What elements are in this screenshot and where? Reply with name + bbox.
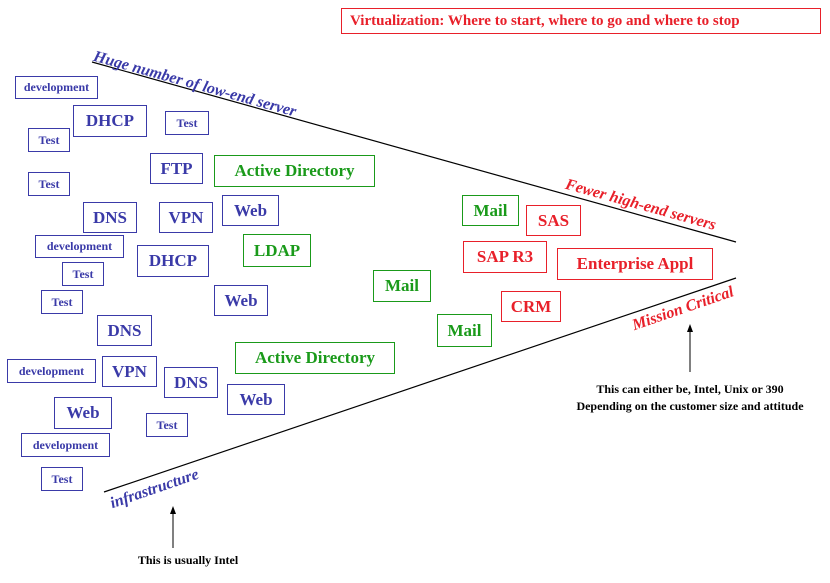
box-ftp: FTP — [150, 153, 203, 184]
bottom-funnel-line — [103, 277, 737, 493]
box-web: Web — [222, 195, 279, 226]
box-mail: Mail — [437, 314, 492, 347]
note-platform-line1: This can either be, Intel, Unix or 390 — [596, 382, 784, 396]
box-active-directory: Active Directory — [214, 155, 375, 187]
box-dns: DNS — [97, 315, 152, 346]
box-development: development — [21, 433, 110, 457]
box-dns: DNS — [164, 367, 218, 398]
box-web: Web — [214, 285, 268, 316]
box-development: development — [7, 359, 96, 383]
box-crm: CRM — [501, 291, 561, 322]
top-funnel-line — [91, 61, 737, 243]
box-dns: DNS — [83, 202, 137, 233]
box-test: Test — [41, 467, 83, 491]
intel-arrow-head — [170, 506, 176, 514]
box-web: Web — [227, 384, 285, 415]
box-ldap: LDAP — [243, 234, 311, 267]
box-enterprise-appl: Enterprise Appl — [557, 248, 713, 280]
box-test: Test — [146, 413, 188, 437]
box-vpn: VPN — [102, 356, 157, 387]
box-sas: SAS — [526, 205, 581, 236]
box-test: Test — [28, 128, 70, 152]
box-active-directory: Active Directory — [235, 342, 395, 374]
box-test: Test — [165, 111, 209, 135]
box-development: development — [35, 235, 124, 258]
box-mail: Mail — [462, 195, 519, 226]
box-sap-r3: SAP R3 — [463, 241, 547, 273]
note-intel: This is usually Intel — [137, 553, 239, 567]
box-mail: Mail — [373, 270, 431, 302]
box-dhcp: DHCP — [73, 105, 147, 137]
title-box: Virtualization: Where to start, where to… — [341, 8, 821, 34]
box-dhcp: DHCP — [137, 245, 209, 277]
note-platform-line2: Depending on the customer size and attit… — [576, 399, 804, 413]
box-development: development — [15, 76, 98, 99]
note-platform: This can either be, Intel, Unix or 390 D… — [530, 381, 830, 415]
box-test: Test — [41, 290, 83, 314]
platform-arrow-head — [687, 324, 693, 332]
box-web: Web — [54, 397, 112, 429]
box-test: Test — [28, 172, 70, 196]
box-test: Test — [62, 262, 104, 286]
box-vpn: VPN — [159, 202, 213, 233]
